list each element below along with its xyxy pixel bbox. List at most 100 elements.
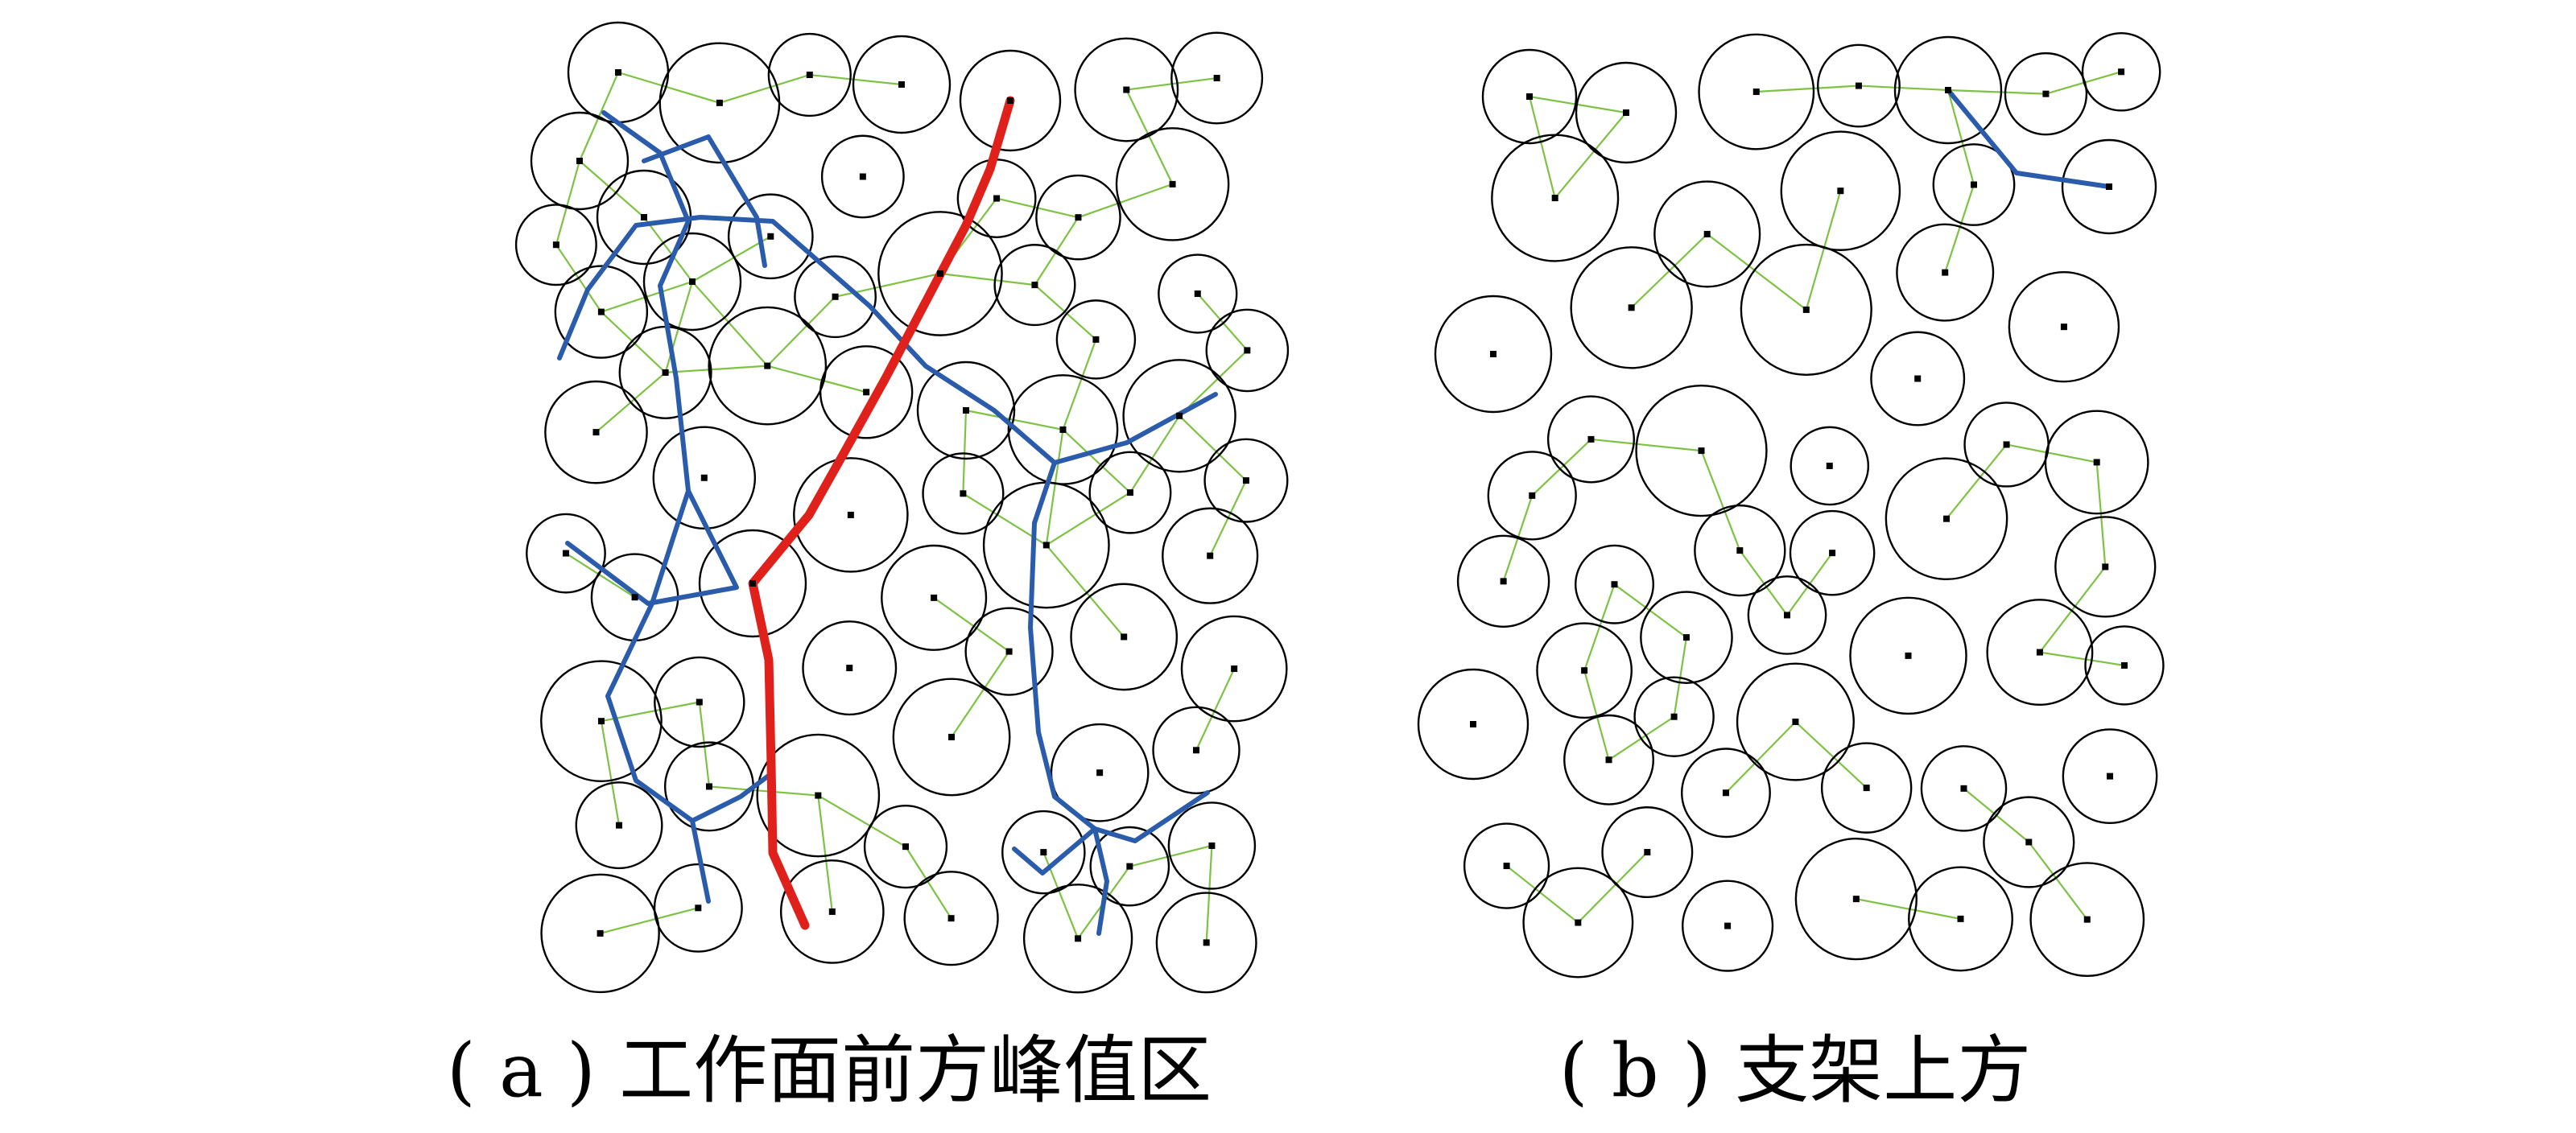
- panel-b-particle: [2084, 625, 2165, 706]
- panel-a-particle: [1089, 826, 1170, 907]
- panel-b-contact-line: [1946, 89, 1975, 185]
- panel-b-particles: [1417, 31, 2165, 978]
- panel-a-particle-center: [847, 511, 854, 518]
- panel-b-particle: [1694, 504, 1786, 597]
- panel-a-particle-center: [689, 278, 696, 285]
- panel-a-particle-center: [859, 173, 866, 180]
- panel-b-particle-center: [1855, 82, 1862, 89]
- panel-a-contact-line: [643, 216, 693, 282]
- panel-a-particle-center: [1123, 86, 1130, 93]
- panel-b-particle: [1640, 591, 1733, 684]
- panel-b-particle-center: [1945, 87, 1951, 93]
- panel-b-particle: [1820, 742, 1913, 834]
- panel-a-particle: [767, 32, 852, 117]
- panel-a-contact-line: [601, 701, 700, 723]
- panel-a-particle-center: [597, 718, 605, 725]
- panel-b-particle-center: [1905, 652, 1912, 659]
- panel-b-contact-line: [1805, 190, 1842, 311]
- panel-b-contact-line: [1577, 851, 1649, 924]
- panel-b-particle-center: [1529, 492, 1536, 499]
- panel-a-particle-center: [641, 214, 647, 220]
- panel-b-contact-line: [1858, 84, 1949, 92]
- panel-a-particle-center: [898, 81, 905, 88]
- panel-a-contact-line: [691, 235, 771, 282]
- panel-b-particle: [1983, 796, 2075, 888]
- panel-a-particle-center: [615, 69, 621, 76]
- panel-a-particle-center: [936, 270, 943, 277]
- panel-a-particle-center: [931, 594, 938, 601]
- force-chain: [557, 215, 807, 360]
- panel-b-contact-line: [1739, 550, 1788, 616]
- panel-b-contact-line: [2039, 566, 2107, 653]
- panel-a-contact-line: [933, 596, 1010, 653]
- panel-b-contact-line: [1856, 898, 1961, 920]
- panel-a-particle: [654, 656, 745, 748]
- panel-a-particle: [916, 360, 1016, 460]
- panel-b-particle-center: [1670, 713, 1678, 720]
- panel-b-particle-center: [2102, 563, 2109, 571]
- panel-a-particle: [653, 863, 743, 953]
- panel-a-particle: [877, 211, 1003, 336]
- panel-a-particle-center: [576, 158, 583, 164]
- panel-a-particle-center: [1126, 863, 1133, 870]
- force-chain: [642, 134, 767, 268]
- panel-a-particle-center: [552, 241, 559, 249]
- panel-a-particle-center: [846, 665, 853, 672]
- panel-b-particle-center: [1792, 719, 1799, 726]
- panel-b-particle-center: [1970, 181, 1977, 188]
- panel-a-particle: [881, 544, 988, 651]
- panel-b-particle-center: [1829, 550, 1836, 557]
- panel-b-above-support: [1417, 31, 2165, 978]
- panel-a-contact-line: [664, 281, 694, 373]
- panel-a-contact-line: [905, 846, 952, 919]
- panel-a-particle-center: [767, 233, 774, 240]
- panel-a-particle: [1001, 810, 1086, 895]
- panel-a-contact-line: [951, 650, 1010, 738]
- panel-b-particle: [1736, 662, 1855, 781]
- panel-b-particle: [1740, 243, 1872, 376]
- panel-a-contact-line: [1045, 429, 1064, 546]
- panel-b-contact-line: [1707, 233, 1807, 311]
- panel-a-particle-center: [1169, 180, 1176, 187]
- panel-a-particle-center: [1096, 769, 1104, 777]
- panel-b-contact-line: [1505, 865, 1579, 924]
- panel-a-contact-line: [1125, 89, 1174, 185]
- panel-b-contact-line: [1947, 89, 2046, 95]
- panel-b-particle: [2062, 728, 2158, 825]
- force-chain: [1092, 790, 1210, 843]
- panel-a-contact-line: [1062, 339, 1097, 431]
- panel-b-particle: [1885, 457, 2008, 581]
- panel-b-contact-line: [1529, 95, 1627, 114]
- force-chain: [565, 488, 739, 606]
- force-chain: [1946, 88, 2112, 189]
- panel-a-particle-center: [863, 389, 870, 396]
- panel-b-particle-center: [1698, 447, 1705, 455]
- panel-b-particle-center: [2083, 916, 2091, 923]
- panel-a-particle: [1158, 253, 1238, 334]
- panel-a-particle: [1203, 438, 1289, 523]
- panel-a-contact-line: [579, 160, 645, 218]
- panel-a-particle-center: [1042, 542, 1050, 549]
- force-chain: [803, 247, 1057, 465]
- panel-b-particle: [1849, 596, 1967, 715]
- panel-b-particle-center: [1942, 269, 1949, 276]
- panel-b-particle-center: [1914, 375, 1922, 382]
- panel-a-particle-center: [1040, 849, 1047, 856]
- panel-b-contact-line: [1700, 450, 1741, 551]
- panel-a-contact-line: [835, 272, 941, 298]
- panel-a-contact-line: [617, 71, 720, 104]
- panel-a-particle-center: [749, 580, 756, 587]
- panel-a-particle-center: [1005, 648, 1013, 655]
- panel-a-particle: [575, 781, 663, 870]
- panel-b-particle-center: [1852, 896, 1860, 903]
- panel-b-particle-center: [2003, 441, 2010, 448]
- panel-b-particle-center: [1802, 306, 1810, 313]
- panel-a-particle: [756, 733, 881, 858]
- panel-b-particle: [1456, 534, 1550, 628]
- panel-a-particle: [530, 111, 630, 211]
- panel-b-particle-center: [1503, 863, 1510, 870]
- panel-b-particle-center: [1490, 351, 1496, 357]
- panel-a-particle-center: [1126, 489, 1133, 496]
- panel-a-particle: [1022, 884, 1133, 994]
- panel-a-particle: [922, 452, 1005, 535]
